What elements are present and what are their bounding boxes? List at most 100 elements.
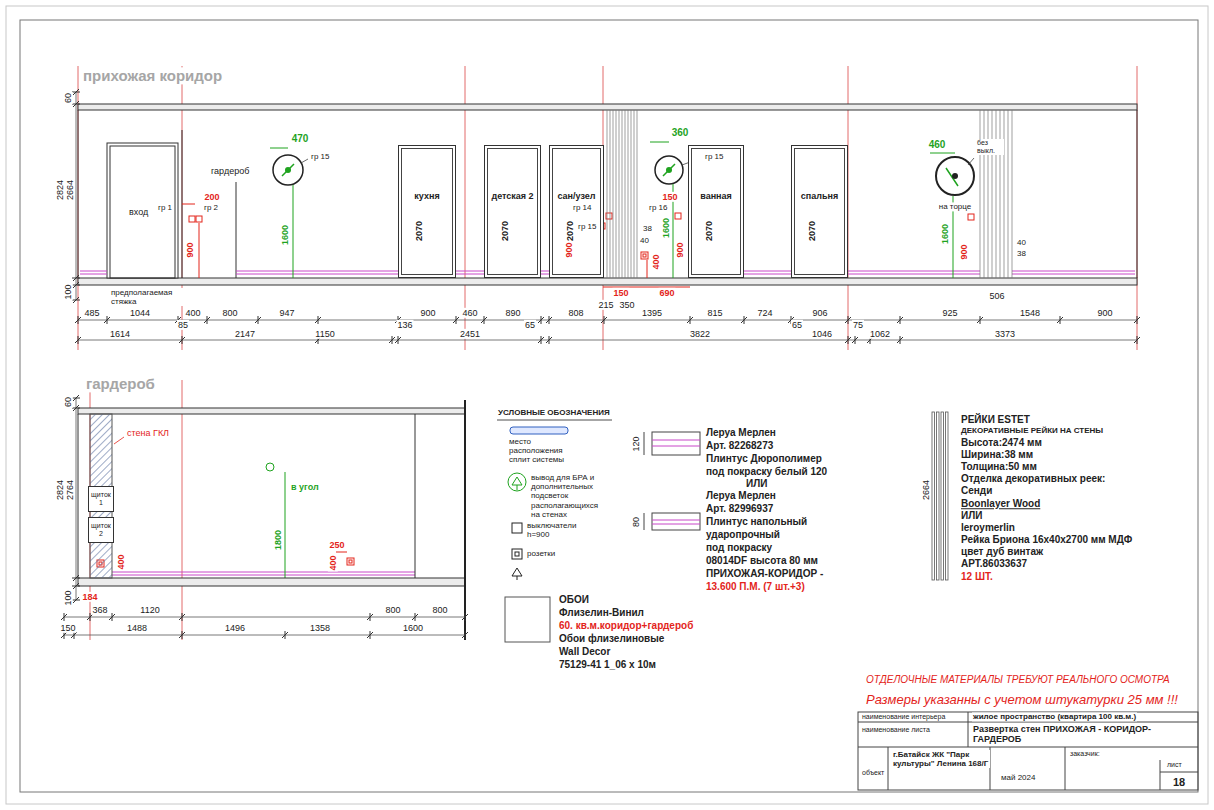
- drawing-label: гр 15: [577, 222, 598, 231]
- drawing-label: гр 15: [704, 152, 725, 161]
- drawing-label: 150: [612, 288, 629, 298]
- slat-sample: [932, 412, 935, 580]
- drawing-label: в угол: [290, 482, 320, 492]
- drawing-label: 1150: [314, 329, 335, 339]
- green-dimension: [266, 463, 274, 471]
- drawing-label: цвет дуб винтаж: [960, 546, 1044, 558]
- drawing-label: 906: [811, 308, 828, 318]
- drawing-label: Плинтус напольный: [705, 516, 808, 528]
- legend-symbol: [512, 477, 522, 490]
- wall-lamp-outlet: [273, 155, 303, 185]
- wall-elevation: [78, 278, 1137, 285]
- wall-elevation: [78, 104, 1137, 285]
- plinth-line: [80, 271, 1135, 274]
- drawing-label: 60. кв.м.коридор+гардероб: [558, 620, 694, 632]
- drawing-label: Размеры указанны с учетом штукатурки 25 …: [865, 693, 1179, 708]
- wall-lamp-outlet: [952, 173, 958, 179]
- decor-slat: [1004, 110, 1005, 278]
- drawing-label: 2451: [459, 329, 481, 339]
- drawing-label: 60: [63, 92, 73, 104]
- drawing-label: май 2024: [1000, 773, 1036, 782]
- decor-slat: [628, 110, 629, 278]
- drawing-label: ОБОИ: [558, 594, 590, 606]
- drawing-label: 40: [639, 236, 650, 245]
- decor-slat: [984, 110, 985, 278]
- dimension-tick: [462, 631, 468, 639]
- dimension-tick: [1057, 316, 1063, 324]
- wardrobe-elevation: [78, 578, 465, 586]
- dimension-tick: [179, 336, 185, 344]
- decor-slat: [988, 110, 989, 278]
- green-dimension: [266, 142, 955, 578]
- dimension-tick: [367, 613, 373, 621]
- drawing-label: объект: [861, 769, 885, 777]
- drawing-label: 1614: [109, 329, 131, 339]
- slat-sample: [932, 412, 948, 580]
- dimension-tick: [367, 631, 373, 639]
- drawing-label: 120: [631, 435, 641, 452]
- drawing-label: Плинтус Дюрополимер: [705, 453, 823, 465]
- wall-lamp-outlet: [285, 167, 291, 173]
- drawing-label: 485: [83, 308, 100, 318]
- switch-socket-mark: [199, 223, 200, 278]
- legend-text: место расположения сплит системы: [508, 437, 576, 465]
- wall-lamp-outlet: [655, 156, 683, 184]
- drawing-label: 2824: [55, 479, 65, 501]
- drawing-label: 2147: [234, 329, 256, 339]
- drawing-label: 1046: [811, 329, 833, 339]
- drawing-label: г.Батайск ЖК "Парк культуры" Ленина 168/…: [892, 750, 990, 768]
- panel-label: щиток 1: [91, 491, 111, 506]
- wardrobe-elevation: [78, 408, 465, 414]
- switch-socket-mark: [641, 252, 648, 259]
- title-block: [1065, 747, 1066, 790]
- dimension-tick: [852, 336, 858, 344]
- wardrobe-elevation: [90, 414, 112, 578]
- dimension-tick: [179, 613, 185, 621]
- switch-socket-mark: [196, 216, 202, 222]
- drawing-label: Отделка декоративных реек:: [960, 473, 1106, 485]
- dimension-tick: [72, 282, 80, 288]
- legend-symbol: [508, 473, 526, 491]
- decor-slat: [613, 110, 614, 278]
- legend-symbol: [512, 568, 522, 580]
- room-name: ванная: [700, 191, 732, 201]
- dimension-tick: [538, 316, 544, 324]
- title-block: [858, 722, 1198, 723]
- dimension-tick: [75, 336, 81, 344]
- decor-slat: [637, 110, 638, 278]
- drawing-label: 3373: [994, 329, 1016, 339]
- dimension-tick: [75, 316, 81, 324]
- drawing-label: 506: [988, 291, 1005, 301]
- dimension-tick: [481, 316, 487, 324]
- drawing-label: 900: [675, 241, 685, 258]
- drawing-label: 150: [661, 192, 678, 202]
- plinth-sample: [644, 513, 645, 530]
- drawing-label: leroymerlin: [960, 522, 1016, 534]
- drawing-label: УСЛОВНЫЕ ОБОЗНАЧЕНИЯ: [497, 408, 611, 417]
- green-dimension: [293, 185, 294, 278]
- title-block: [858, 712, 1198, 790]
- drawing-label: 100: [63, 589, 73, 606]
- switch-socket-mark: [347, 558, 354, 565]
- drawing-label: Рейка Бриона 16х40х2700 мм МДФ: [960, 534, 1133, 546]
- dimension-tick: [977, 316, 983, 324]
- drawing-label: Обои флизелиновые: [558, 633, 665, 645]
- dimension-tick: [72, 275, 80, 281]
- drawing-label: под покраску белый 120: [705, 466, 828, 478]
- dimension-tick: [72, 297, 80, 303]
- drawing-label: 900: [419, 308, 436, 318]
- dimension-tick: [282, 631, 288, 639]
- drawing-label: Леруа Мерлен: [705, 427, 777, 439]
- drawing-label: 184: [81, 592, 98, 602]
- dimension-tick: [204, 316, 210, 324]
- plinth-sample: [652, 432, 700, 455]
- drawing-label: 2764: [65, 479, 75, 501]
- panel-box: щиток 2: [88, 517, 114, 543]
- panel-box: щиток 1: [88, 486, 114, 512]
- drawing-label: 1600: [940, 223, 950, 245]
- drawing-label: 1600: [402, 623, 424, 633]
- drawing-label: Леруа Мерлен: [705, 490, 777, 502]
- slat-sample: [946, 412, 949, 580]
- drawing-label: лист: [1166, 761, 1183, 769]
- drawing-label: 65: [791, 320, 803, 330]
